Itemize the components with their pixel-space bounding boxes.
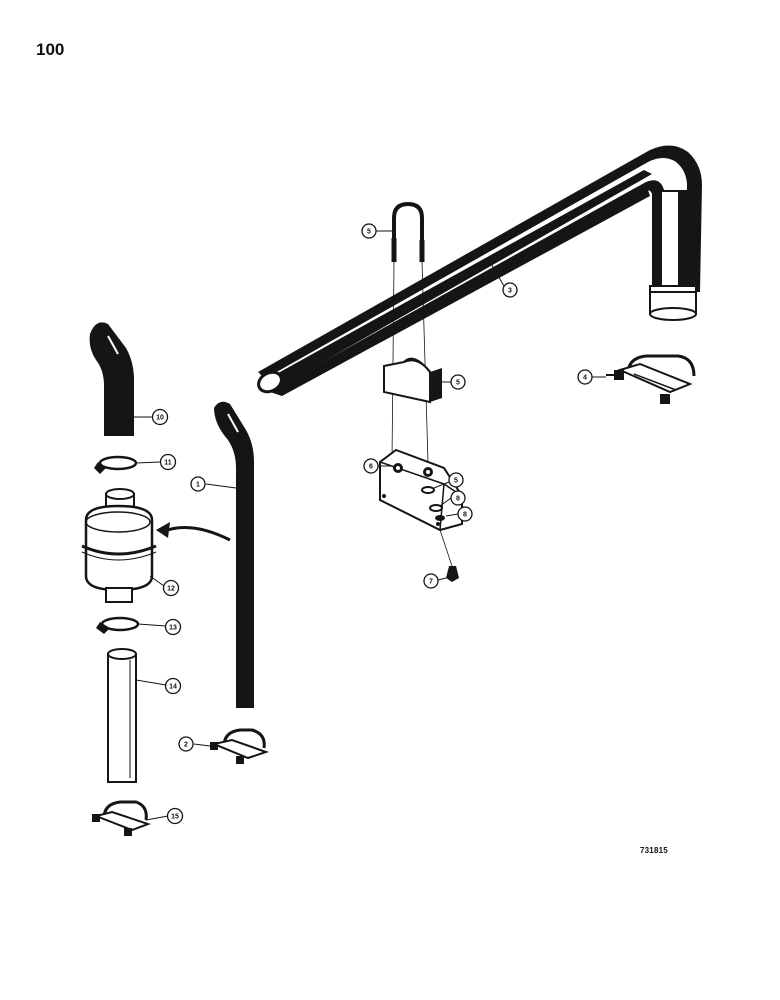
callout-1: 1 [190, 476, 206, 492]
callout-2: 2 [178, 736, 194, 752]
straight-pipe [107, 648, 137, 783]
exhaust-stack-top [89, 322, 134, 436]
callout-leader-lines [134, 230, 606, 821]
callout-7: 7 [423, 573, 439, 589]
svg-text:14: 14 [169, 684, 177, 691]
svg-text:15: 15 [171, 814, 179, 821]
svg-text:5: 5 [456, 380, 460, 387]
callout-5-saddle: 5 [450, 374, 466, 390]
muffler [81, 488, 157, 603]
callout-5-ubolt: 5 [361, 223, 377, 239]
callout-circles: 1 2 3 4 5 5 5 [151, 223, 593, 825]
u-bolt-clamp-right [606, 354, 696, 404]
exhaust-stack-long [214, 401, 254, 708]
callout-15: 15 [166, 807, 184, 825]
callout-5-bracket: 5 [448, 472, 464, 488]
svg-text:3: 3 [508, 288, 512, 295]
illustration-reference-number: 731815 [640, 846, 668, 855]
callout-8-lower: 8 [457, 506, 473, 522]
svg-text:5: 5 [454, 478, 458, 485]
callout-3: 3 [502, 282, 518, 298]
installation-arrow [156, 522, 231, 542]
svg-text:7: 7 [429, 579, 433, 586]
callout-13: 13 [164, 618, 182, 636]
callout-11: 11 [159, 453, 177, 471]
callout-8-upper: 8 [450, 490, 466, 506]
callout-14: 14 [164, 677, 182, 695]
callout-6: 6 [363, 458, 379, 474]
band-clamp-lower [96, 616, 140, 634]
exhaust-pipe-with-elbow [257, 145, 702, 396]
svg-text:2: 2 [184, 742, 188, 749]
callout-10: 10 [151, 408, 169, 426]
mounting-bracket [379, 448, 463, 582]
svg-text:8: 8 [456, 496, 460, 503]
svg-text:10: 10 [156, 415, 164, 422]
svg-text:5: 5 [367, 229, 371, 236]
page-number: 100 [36, 40, 65, 59]
svg-text:4: 4 [583, 375, 587, 382]
svg-text:8: 8 [463, 512, 467, 519]
svg-text:6: 6 [369, 464, 373, 471]
u-bolt-clamp-bottom [92, 800, 151, 836]
band-clamp-upper [94, 455, 138, 474]
svg-text:12: 12 [167, 586, 175, 593]
svg-text:13: 13 [169, 625, 177, 632]
svg-text:11: 11 [164, 460, 172, 467]
callout-4: 4 [577, 369, 593, 385]
u-bolt [391, 201, 429, 463]
u-bolt-clamp-middle [210, 728, 270, 764]
callout-12: 12 [162, 579, 180, 597]
svg-text:1: 1 [196, 482, 200, 489]
pipe-saddle-clamp [383, 357, 442, 404]
